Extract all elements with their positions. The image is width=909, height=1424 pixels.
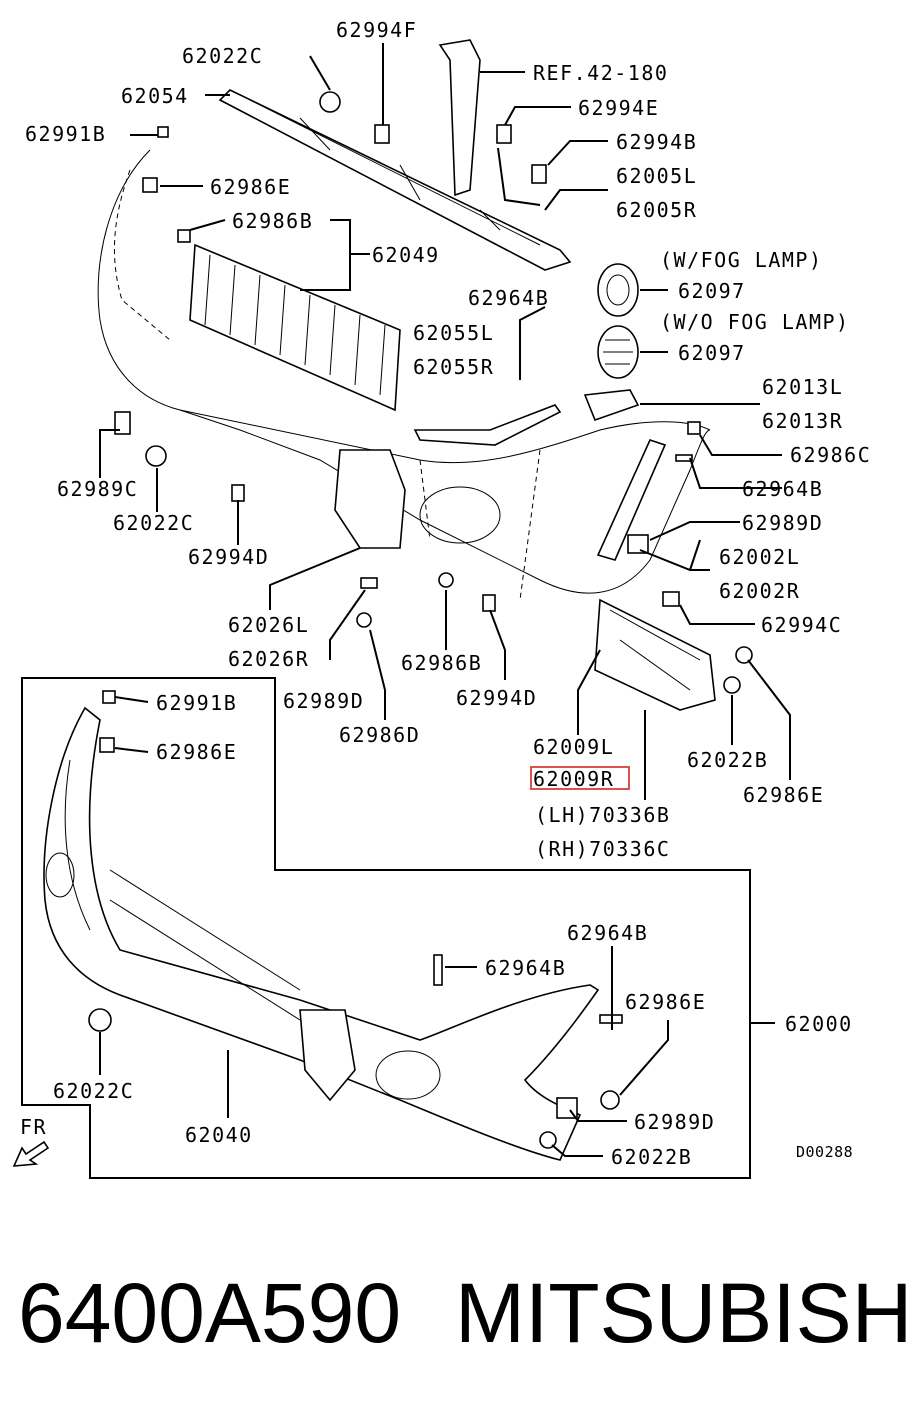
label-62005R: 62005R — [616, 198, 697, 222]
label-62994D-mid: 62994D — [456, 686, 537, 710]
label-62986E-right: 62986E — [743, 783, 824, 807]
label-62009R: 62009R — [533, 767, 614, 791]
leader-lines-lower — [99, 696, 669, 1157]
garnish-strip — [413, 404, 562, 446]
label-62022C-box: 62022C — [53, 1079, 134, 1103]
label-62013L: 62013L — [762, 375, 843, 399]
part-labels: 62994F 62022C REF.42-180 62054 62994E 62… — [20, 18, 871, 1169]
label-62986C: 62986C — [790, 443, 871, 467]
label-62040: 62040 — [185, 1123, 253, 1147]
label-62013R: 62013R — [762, 409, 843, 433]
fasteners-upper — [114, 91, 753, 694]
ref-bracket — [438, 39, 481, 197]
label-fr: FR — [20, 1115, 47, 1139]
label-62022B-right: 62022B — [687, 748, 768, 772]
label-wo-fog: (W/O FOG LAMP) — [660, 310, 850, 334]
label-62022C-top: 62022C — [182, 44, 263, 68]
label-62055L: 62055L — [413, 321, 494, 345]
label-62005L: 62005L — [616, 164, 697, 188]
fog-lamp-covers — [597, 263, 639, 379]
label-w-fog: (W/FOG LAMP) — [660, 248, 823, 272]
label-62022B-box: 62022B — [611, 1145, 692, 1169]
fasteners-lower — [88, 690, 623, 1149]
label-62994F: 62994F — [336, 18, 417, 42]
label-62994D-left: 62994D — [188, 545, 269, 569]
label-lh-70336B: (LH)70336B — [535, 803, 670, 827]
label-62986B-mid: 62986B — [401, 651, 482, 675]
label-diagram-code: D00288 — [796, 1143, 853, 1161]
label-62994C: 62994C — [761, 613, 842, 637]
brand-name: MITSUBISHI — [455, 1266, 909, 1360]
label-62986D: 62986D — [339, 723, 420, 747]
lower-bumper — [43, 706, 600, 1161]
highlight-box — [530, 766, 630, 790]
leader-lines-upper — [99, 43, 791, 800]
upper-bumper-outline — [97, 149, 711, 601]
part-number: 6400A590 — [18, 1266, 402, 1360]
label-62002R: 62002R — [719, 579, 800, 603]
label-62991B-top: 62991B — [25, 122, 106, 146]
front-arrow — [12, 1140, 50, 1167]
label-62026L: 62026L — [228, 613, 309, 637]
label-62994B: 62994B — [616, 130, 697, 154]
grille — [189, 243, 401, 412]
label-62986E-box-b: 62986E — [625, 990, 706, 1014]
label-62986B-top: 62986B — [232, 209, 313, 233]
label-62989D-right: 62989D — [742, 511, 823, 535]
label-62097-a: 62097 — [678, 279, 746, 303]
label-62009L: 62009L — [533, 735, 614, 759]
parts-diagram: 62994F 62022C REF.42-180 62054 62994E 62… — [12, 18, 871, 1179]
label-62964B-right: 62964B — [742, 477, 823, 501]
label-62964B-box-a: 62964B — [567, 921, 648, 945]
label-rh-70336C: (RH)70336C — [535, 837, 670, 861]
label-62986E-top: 62986E — [210, 175, 291, 199]
radiator-support-bar — [218, 89, 572, 271]
label-62000: 62000 — [785, 1012, 853, 1036]
label-62022C-mid: 62022C — [113, 511, 194, 535]
label-62049: 62049 — [372, 243, 440, 267]
label-62994E: 62994E — [578, 96, 659, 120]
label-62986E-box: 62986E — [156, 740, 237, 764]
label-62964B-mid: 62964B — [468, 286, 549, 310]
footer: 6400A590 MITSUBISHI — [0, 1255, 909, 1385]
label-62989D-mid: 62989D — [283, 689, 364, 713]
label-62054: 62054 — [121, 84, 189, 108]
label-62964B-box-b: 62964B — [485, 956, 566, 980]
assembly-box — [21, 677, 775, 1179]
label-62002L: 62002L — [719, 545, 800, 569]
label-ref: REF.42-180 — [533, 61, 668, 85]
label-62097-b: 62097 — [678, 341, 746, 365]
center-bracket — [334, 449, 406, 549]
label-62026R: 62026R — [228, 647, 309, 671]
label-62989D-box: 62989D — [634, 1110, 715, 1134]
label-62055R: 62055R — [413, 355, 494, 379]
side-brackets — [583, 389, 716, 711]
label-62991B-box: 62991B — [156, 691, 237, 715]
label-62989C: 62989C — [57, 477, 138, 501]
